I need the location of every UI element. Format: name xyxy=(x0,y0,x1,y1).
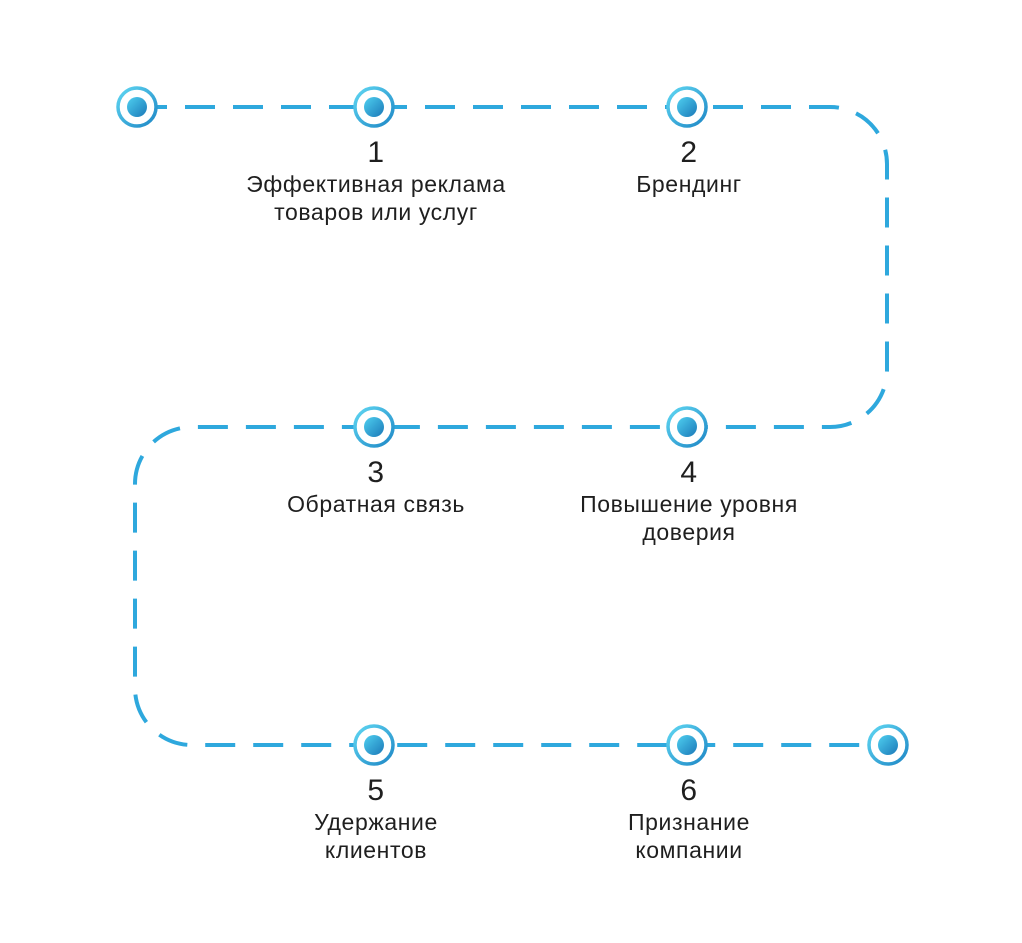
step-4: 4 Повышение уровня доверия xyxy=(549,456,829,546)
step-6: 6 Признание компании xyxy=(549,774,829,864)
step-3: 3 Обратная связь xyxy=(236,456,516,518)
step-1: 1 Эффективная реклама товаров или услуг xyxy=(236,136,516,226)
step-3-node xyxy=(353,406,395,448)
step-5: 5 Удержание клиентов xyxy=(236,774,516,864)
step-5-number: 5 xyxy=(367,774,385,807)
dashed-path xyxy=(133,105,889,747)
step-6-label: Признание компании xyxy=(628,809,750,863)
step-4-number: 4 xyxy=(680,456,698,489)
step-6-number: 6 xyxy=(680,774,698,807)
step-4-label: Повышение уровня доверия xyxy=(580,491,798,545)
step-4-node xyxy=(666,406,708,448)
step-3-label: Обратная связь xyxy=(287,491,465,517)
start-node xyxy=(116,86,158,128)
step-2-number: 2 xyxy=(680,136,698,169)
step-1-label: Эффективная реклама товаров или услуг xyxy=(246,171,506,225)
end-node xyxy=(867,724,909,766)
step-2: 2 Брендинг xyxy=(549,136,829,198)
step-1-number: 1 xyxy=(367,136,385,169)
step-3-number: 3 xyxy=(367,456,385,489)
step-5-label: Удержание клиентов xyxy=(314,809,438,863)
step-5-node xyxy=(353,724,395,766)
step-1-node xyxy=(353,86,395,128)
step-2-label: Брендинг xyxy=(636,171,742,197)
step-6-node xyxy=(666,724,708,766)
step-2-node xyxy=(666,86,708,128)
